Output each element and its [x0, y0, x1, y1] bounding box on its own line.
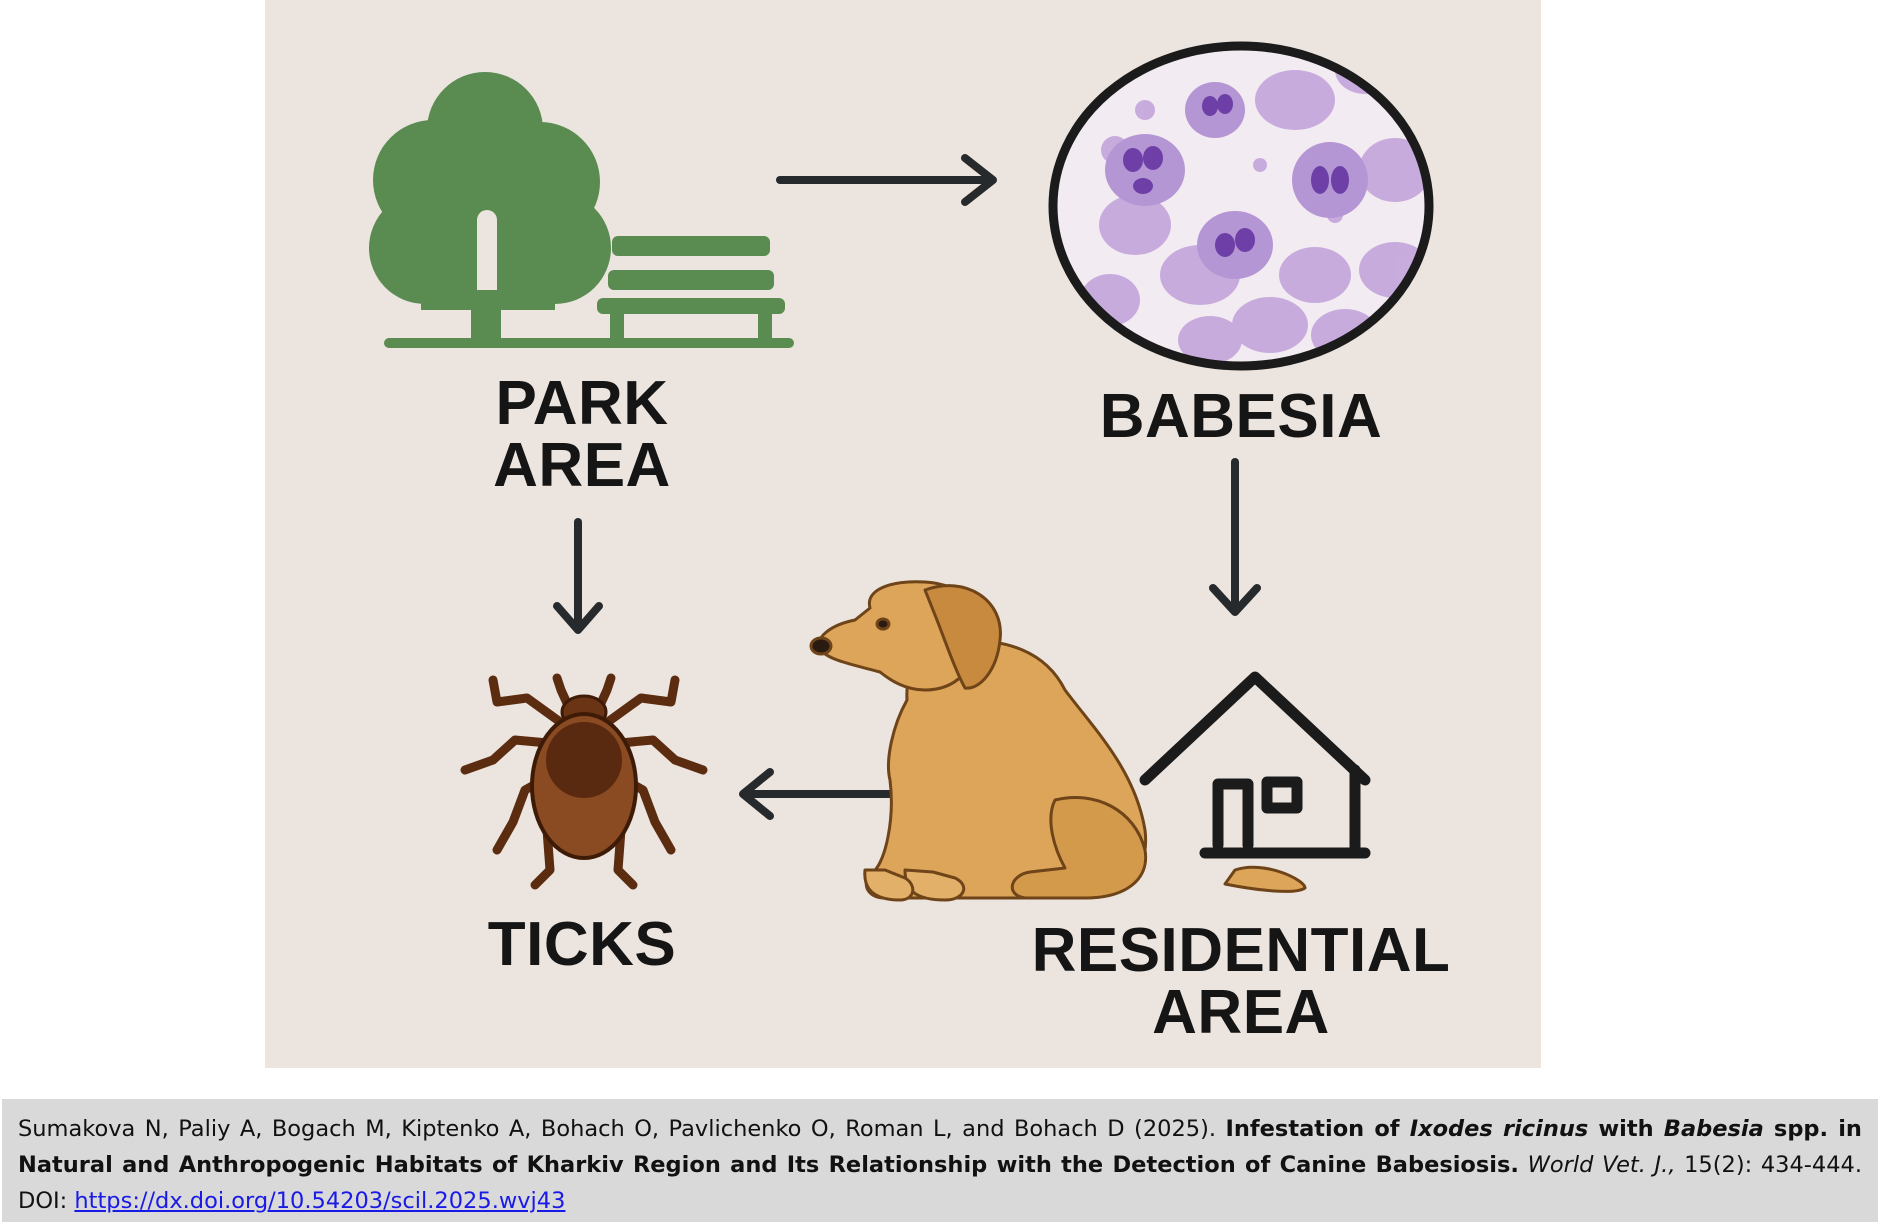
- doi-link[interactable]: https://dx.doi.org/10.54203/scil.2025.wv…: [74, 1188, 566, 1214]
- diagram-canvas: [369, 41, 1434, 902]
- diagram-figure: PARK AREA BABESIA TICKS RESIDENTIAL AREA: [265, 0, 1541, 1068]
- arrow-babesia-to-residential: [1209, 458, 1261, 616]
- citation-authors: Sumakova N, Paliy A, Bogach M, Kiptenko …: [18, 1116, 1226, 1142]
- citation-box: Sumakova N, Paliy A, Bogach M, Kiptenko …: [2, 1099, 1878, 1222]
- park-label-line2: AREA: [493, 431, 671, 500]
- node-park-area: PARK AREA: [382, 373, 782, 497]
- node-ticks: TICKS: [487, 910, 677, 979]
- tree-icon: [369, 72, 794, 348]
- node-residential-area: RESIDENTIAL AREA: [1025, 920, 1457, 1044]
- citation-journal: World Vet. J.,: [1527, 1152, 1676, 1178]
- citation-title: Infestation of Ixodes ricinus with Babes…: [18, 1116, 1862, 1178]
- blood-smear-icon: [1048, 41, 1434, 371]
- residential-label-line2: AREA: [1152, 978, 1330, 1047]
- bench-icon: [597, 236, 785, 344]
- park-label-line1: PARK: [495, 369, 669, 438]
- tick-icon: [460, 673, 708, 890]
- node-babesia: BABESIA: [1099, 382, 1383, 451]
- house-icon: [1139, 671, 1371, 859]
- arrow-park-to-babesia: [776, 154, 997, 206]
- arrow-park-to-ticks: [553, 518, 603, 634]
- residential-label-line1: RESIDENTIAL: [1031, 916, 1451, 985]
- citation-volume: 15(2): 434-444. DOI:: [18, 1152, 1862, 1214]
- dog-icon: [809, 580, 1307, 902]
